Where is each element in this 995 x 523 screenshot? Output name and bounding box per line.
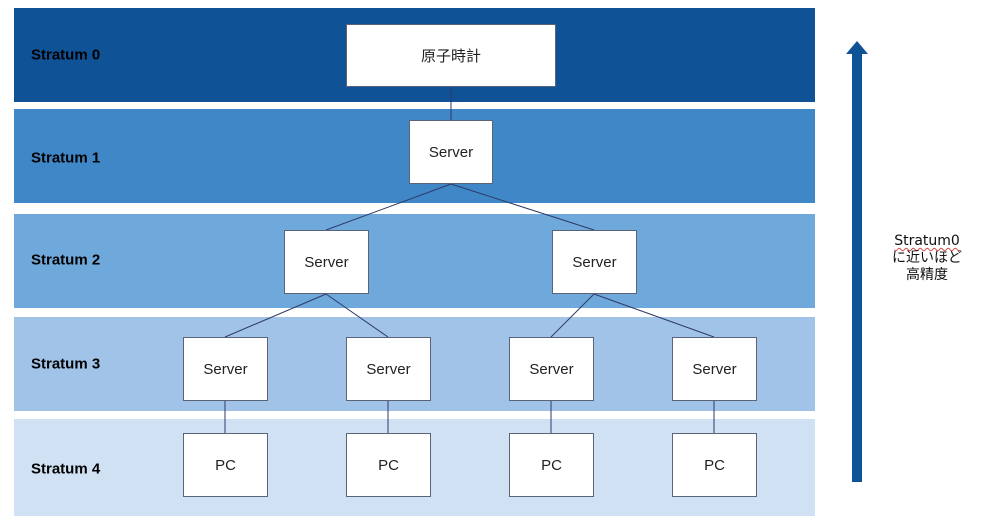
arrow-up-icon	[846, 41, 868, 482]
stratum-1-label: Stratum 1	[31, 149, 101, 167]
pc-node-1: PC	[183, 433, 268, 497]
stratum-2-label: Stratum 2	[31, 251, 101, 269]
server-node-stratum3-1: Server	[183, 337, 268, 401]
stratum-4-label: Stratum 4	[31, 460, 101, 478]
link-s2right-s3d	[593, 293, 715, 338]
server-node-stratum3-2: Server	[346, 337, 431, 401]
server-node-stratum2-right: Server	[552, 230, 637, 294]
accuracy-note: Stratum0 に近いほど 高精度	[872, 233, 982, 284]
server-node-stratum3-4: Server	[672, 337, 757, 401]
link-s2left-s3a	[224, 293, 327, 338]
link-s1-s2left	[325, 183, 452, 231]
link-s2left-s3b	[325, 293, 389, 338]
stratum-2-band	[14, 214, 815, 308]
stratum-0-label: Stratum 0	[31, 46, 101, 64]
stratum-3-label: Stratum 3	[31, 355, 101, 373]
accuracy-note-line3: 高精度	[906, 267, 948, 283]
link-s1-s2right	[450, 183, 595, 231]
accuracy-note-line1: Stratum0	[894, 233, 960, 249]
link-s2right-s3c	[550, 293, 595, 338]
accuracy-note-line2: に近いほど	[892, 250, 962, 266]
pc-node-2: PC	[346, 433, 431, 497]
server-node-stratum3-3: Server	[509, 337, 594, 401]
atomic-clock-node: 原子時計	[346, 24, 556, 87]
server-node-stratum2-left: Server	[284, 230, 369, 294]
pc-node-3: PC	[509, 433, 594, 497]
server-node-stratum1: Server	[409, 120, 493, 184]
pc-node-4: PC	[672, 433, 757, 497]
